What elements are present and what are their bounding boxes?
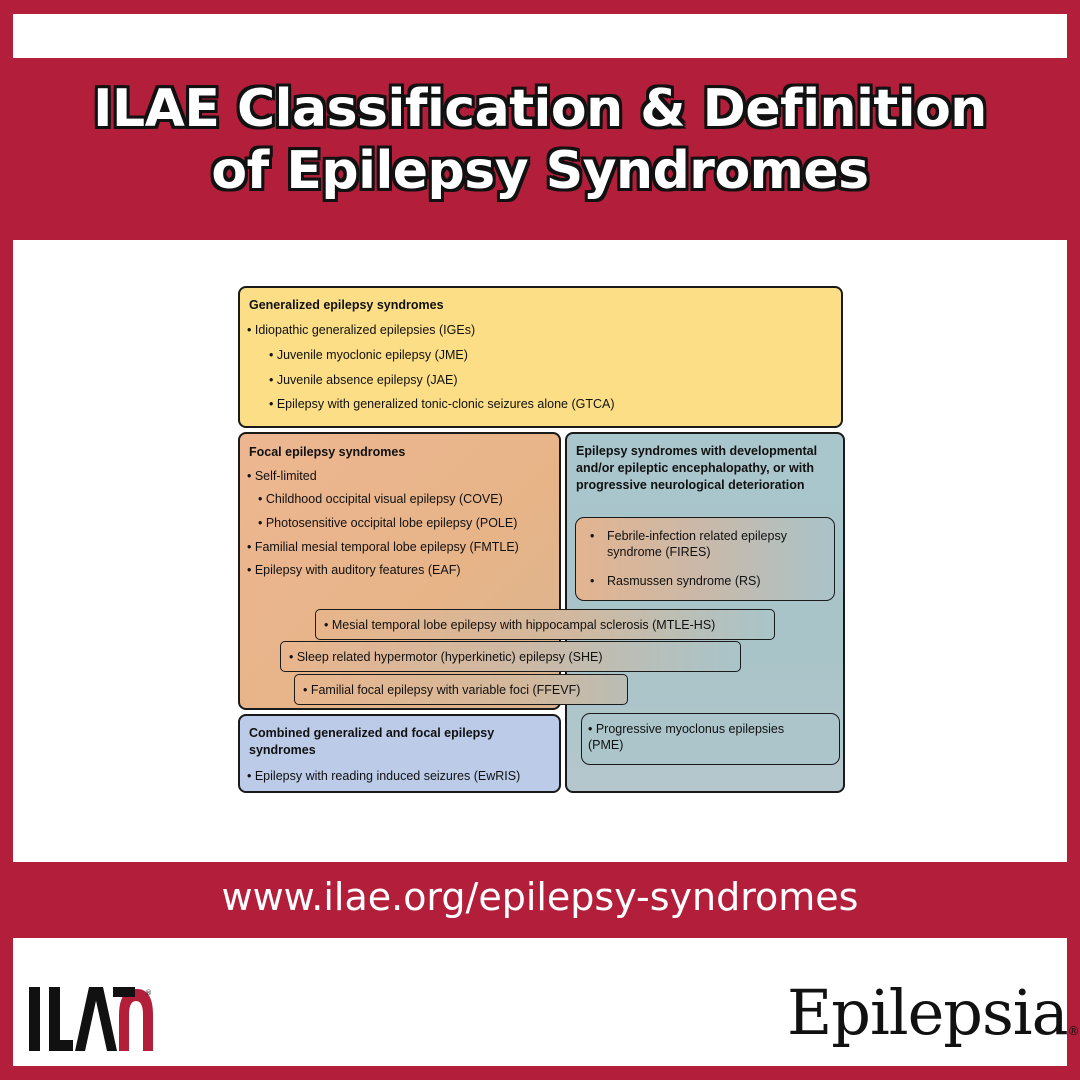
list-item: • Childhood occipital visual epilepsy (C… — [258, 492, 503, 506]
list-item: • Juvenile absence epilepsy (JAE) — [269, 373, 458, 387]
list-item: • Photosensitive occipital lobe epilepsy… — [258, 516, 518, 530]
registered-mark: ® — [1067, 1024, 1080, 1038]
generalized-box: Generalized epilepsy syndromes • Idiopat… — [238, 286, 843, 428]
title-line-2: of Epilepsy Syndromes — [211, 141, 869, 201]
list-item: • Epilepsy with reading induced seizures… — [247, 769, 521, 783]
focal-heading: Focal epilepsy syndromes — [249, 445, 406, 459]
top-white-strip — [13, 14, 1067, 58]
list-item: • Familial mesial temporal lobe epilepsy… — [247, 540, 519, 554]
overlap-strip-ffevf: • Familial focal epilepsy with variable … — [294, 674, 628, 705]
page-title: ILAE Classification & Definition of Epil… — [0, 78, 1080, 202]
ilae-logo-mark: ® — [29, 987, 153, 1051]
epilepsia-wordmark: Epilepsia — [787, 976, 1069, 1049]
footer-band — [13, 938, 1067, 1066]
fires-rs-box: • Febrile-infection related epilepsy syn… — [575, 517, 835, 601]
list-item: Rasmussen syndrome (RS) — [607, 574, 761, 588]
svg-text:®: ® — [145, 989, 152, 997]
list-item: • Epilepsy with generalized tonic-clonic… — [269, 397, 615, 411]
list-item: • Self-limited — [247, 469, 317, 483]
pme-box: • Progressive myoclonus epilepsies (PME) — [581, 713, 840, 765]
list-item: Febrile-infection related epilepsy syndr… — [607, 529, 787, 559]
bullet: • — [590, 529, 595, 543]
epilepsia-logo: Epilepsia® — [787, 976, 1080, 1049]
combined-box: Combined generalized and focal epilepsy … — [238, 714, 561, 793]
list-item: • Idiopathic generalized epilepsies (IGE… — [247, 323, 476, 337]
overlap-strip-she: • Sleep related hypermotor (hyperkinetic… — [280, 641, 741, 672]
overlap-strip-mtle-hs: • Mesial temporal lobe epilepsy with hip… — [315, 609, 775, 640]
ilae-logo: ® — [27, 975, 157, 1059]
list-item: • Progressive myoclonus epilepsies (PME) — [588, 722, 785, 752]
dee-heading: Epilepsy syndromes with developmental an… — [576, 444, 818, 492]
list-item: • Juvenile myoclonic epilepsy (JME) — [269, 348, 468, 362]
bullet: • — [590, 574, 595, 588]
website-url: www.ilae.org/epilepsy-syndromes — [221, 875, 859, 919]
generalized-heading: Generalized epilepsy syndromes — [249, 298, 444, 312]
combined-heading: Combined generalized and focal epilepsy … — [249, 726, 495, 757]
focal-box: Focal epilepsy syndromes • Self-limited … — [238, 432, 561, 710]
title-line-1: ILAE Classification & Definition — [93, 79, 987, 139]
list-item: • Epilepsy with auditory features (EAF) — [247, 563, 461, 577]
